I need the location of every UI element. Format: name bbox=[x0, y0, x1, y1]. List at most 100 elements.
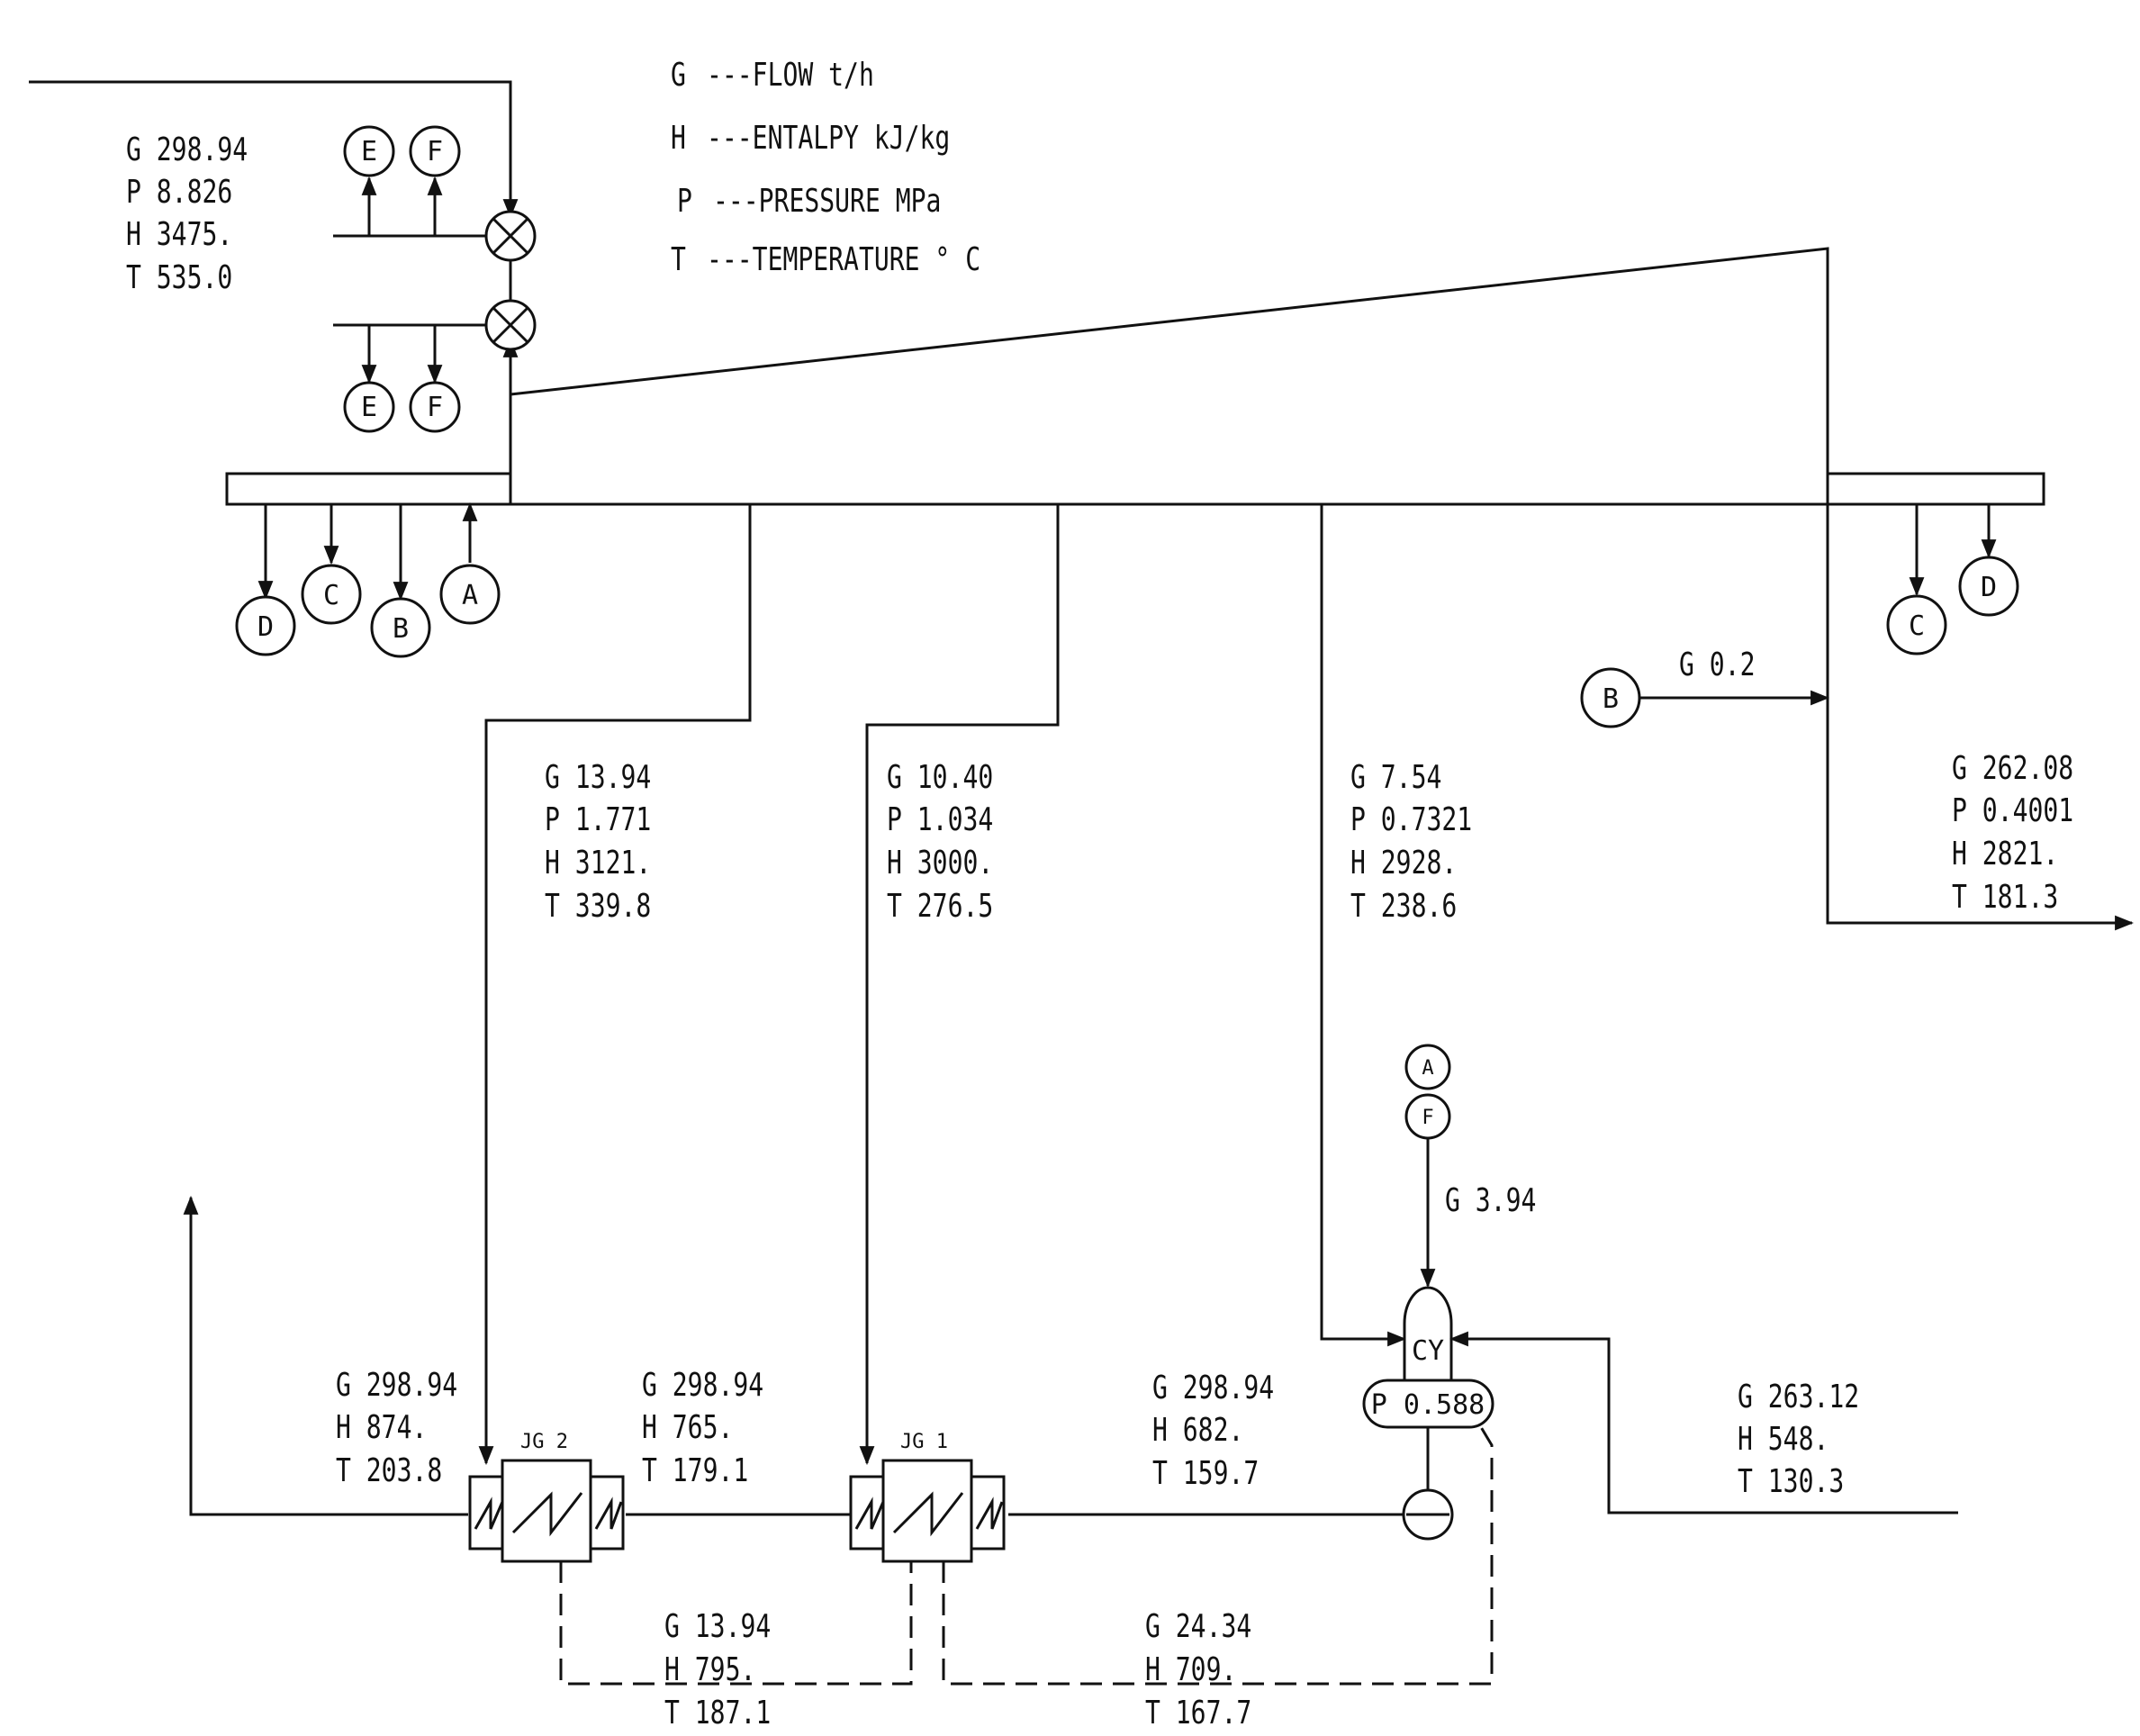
fw-out-g: G 298.94 bbox=[336, 1366, 457, 1404]
feedwater-line: G 298.94 H 874. T 203.8 G 298.94 H 765. … bbox=[183, 1195, 1404, 1516]
cond-return-t: T 130.3 bbox=[1738, 1462, 1844, 1500]
main-steam-t: T 535.0 bbox=[126, 258, 232, 296]
valve-leakoff-lower: E F bbox=[333, 323, 486, 433]
main-steam-values: G 298.94 P 8.826 H 3475. T 535.0 bbox=[126, 131, 248, 296]
fw-in-g: G 298.94 bbox=[1152, 1369, 1274, 1406]
main-steam-h: H 3475. bbox=[126, 215, 232, 253]
svg-text:B: B bbox=[393, 613, 409, 645]
svg-text:E: E bbox=[361, 136, 377, 167]
valve-leakoff-upper: E F bbox=[333, 125, 486, 238]
heater-jg2: JG 2 bbox=[468, 1431, 625, 1563]
drain1-g: G 13.94 bbox=[664, 1607, 771, 1645]
ext3-g: G 7.54 bbox=[1350, 758, 1441, 796]
drain1-t: T 187.1 bbox=[664, 1694, 771, 1731]
gland-seal-supply: B G 0.2 bbox=[1580, 646, 1830, 728]
svg-text:B: B bbox=[1603, 683, 1619, 715]
svg-text:F: F bbox=[427, 136, 443, 167]
condensate-return: G 263.12 H 548. T 130.3 bbox=[1449, 1331, 1958, 1514]
drain2-t: T 167.7 bbox=[1145, 1694, 1251, 1731]
legend-pressure: P bbox=[677, 182, 692, 220]
ext2-t: T 276.5 bbox=[887, 887, 993, 925]
legend-temperature-text: ---TEMPERATURE ° C bbox=[707, 240, 980, 278]
legend-enthalpy: H bbox=[671, 119, 686, 157]
legend-flow: G bbox=[671, 56, 686, 94]
extraction-1-line: G 13.94 P 1.771 H 3121. T 339.8 bbox=[478, 504, 752, 1466]
feed-pump-icon bbox=[1402, 1488, 1454, 1541]
front-gland bbox=[225, 472, 512, 506]
node-a-front bbox=[439, 564, 501, 625]
exhaust-g: G 262.08 bbox=[1952, 749, 2073, 787]
ext1-t: T 339.8 bbox=[545, 887, 651, 925]
ext3-h: H 2928. bbox=[1350, 844, 1457, 882]
makeup-flow-value: G 3.94 bbox=[1445, 1181, 1536, 1219]
exhaust-t: T 181.3 bbox=[1952, 878, 2058, 916]
node-a-makeup bbox=[1404, 1044, 1451, 1090]
svg-text:A: A bbox=[1422, 1057, 1433, 1080]
heater-jg2-label: JG 2 bbox=[520, 1431, 568, 1453]
node-c-front bbox=[301, 564, 362, 625]
ext1-p: P 1.771 bbox=[545, 800, 651, 838]
node-f-lower bbox=[409, 381, 461, 433]
legend-flow-text: ---FLOW t/h bbox=[707, 56, 874, 94]
legend: G ---FLOW t/h H ---ENTALPY kJ/kg P ---PR… bbox=[671, 56, 980, 278]
turbine bbox=[225, 247, 2045, 506]
ext2-h: H 3000. bbox=[887, 844, 993, 882]
svg-text:F: F bbox=[1422, 1107, 1433, 1129]
legend-enthalpy-text: ---ENTALPY kJ/kg bbox=[707, 119, 950, 157]
svg-text:E: E bbox=[361, 392, 377, 423]
extraction-3-line: G 7.54 P 0.7321 H 2928. T 238.6 bbox=[1320, 504, 1472, 1347]
node-d-rear bbox=[1958, 556, 2019, 617]
drain2-g: G 24.34 bbox=[1145, 1607, 1251, 1645]
drain2-h: H 709. bbox=[1145, 1650, 1236, 1688]
main-steam-g: G 298.94 bbox=[126, 131, 248, 168]
fw-in-h: H 682. bbox=[1152, 1411, 1243, 1449]
drain-jg1-to-deaerator: G 24.34 H 709. T 167.7 bbox=[942, 1422, 1494, 1731]
rear-gland bbox=[1826, 472, 2045, 506]
stop-valve-icon bbox=[484, 210, 537, 262]
cond-return-g: G 263.12 bbox=[1738, 1378, 1859, 1415]
node-f-upper bbox=[409, 125, 461, 177]
main-steam-p: P 8.826 bbox=[126, 173, 232, 211]
ext3-t: T 238.6 bbox=[1350, 887, 1457, 925]
heater-jg1-label: JG 1 bbox=[900, 1431, 948, 1453]
rear-gland-leakoffs: C D bbox=[1886, 504, 2019, 656]
exhaust-h: H 2821. bbox=[1952, 835, 2058, 873]
exhaust-line: G 262.08 P 0.4001 H 2821. T 181.3 bbox=[1826, 504, 2135, 931]
svg-text:A: A bbox=[462, 580, 478, 611]
extraction-2-line: G 10.40 P 1.034 H 3000. T 276.5 bbox=[859, 504, 1060, 1466]
ext2-g: G 10.40 bbox=[887, 758, 993, 796]
node-d-front bbox=[235, 595, 296, 656]
deaerator-pressure: P 0.588 bbox=[1371, 1389, 1485, 1421]
node-c-rear bbox=[1886, 594, 1947, 656]
ext1-g: G 13.94 bbox=[545, 758, 651, 796]
control-valve-icon bbox=[484, 299, 537, 351]
node-e-lower bbox=[343, 381, 395, 433]
fw-mid-t: T 179.1 bbox=[642, 1451, 748, 1489]
fw-mid-g: G 298.94 bbox=[642, 1366, 763, 1404]
drain-jg2-to-jg1: G 13.94 H 795. T 187.1 bbox=[559, 1561, 913, 1731]
svg-text:C: C bbox=[323, 580, 339, 611]
fw-out-h: H 874. bbox=[336, 1408, 427, 1446]
node-e-upper bbox=[343, 125, 395, 177]
svg-text:C: C bbox=[1909, 610, 1925, 642]
deaerator-name: CY bbox=[1412, 1335, 1444, 1367]
ext2-p: P 1.034 bbox=[887, 800, 993, 838]
cond-return-h: H 548. bbox=[1738, 1420, 1828, 1458]
legend-temperature: T bbox=[671, 240, 686, 278]
deaerator: CY P 0.588 bbox=[1362, 1286, 1494, 1490]
svg-text:F: F bbox=[427, 392, 443, 423]
fw-out-t: T 203.8 bbox=[336, 1451, 442, 1489]
svg-text:D: D bbox=[257, 611, 274, 643]
makeup-line: A F G 3.94 bbox=[1404, 1044, 1536, 1288]
ext3-p: P 0.7321 bbox=[1350, 800, 1472, 838]
front-gland-leakoffs: D C B A bbox=[235, 502, 501, 658]
heater-jg1: JG 1 bbox=[849, 1431, 1006, 1563]
seal-flow-value: G 0.2 bbox=[1679, 646, 1755, 683]
exhaust-p: P 0.4001 bbox=[1952, 791, 2073, 829]
node-b-front bbox=[370, 597, 431, 658]
fw-mid-h: H 765. bbox=[642, 1408, 733, 1446]
legend-pressure-text: ---PRESSURE MPa bbox=[713, 182, 941, 220]
drain1-h: H 795. bbox=[664, 1650, 755, 1688]
svg-text:D: D bbox=[1981, 572, 1997, 603]
